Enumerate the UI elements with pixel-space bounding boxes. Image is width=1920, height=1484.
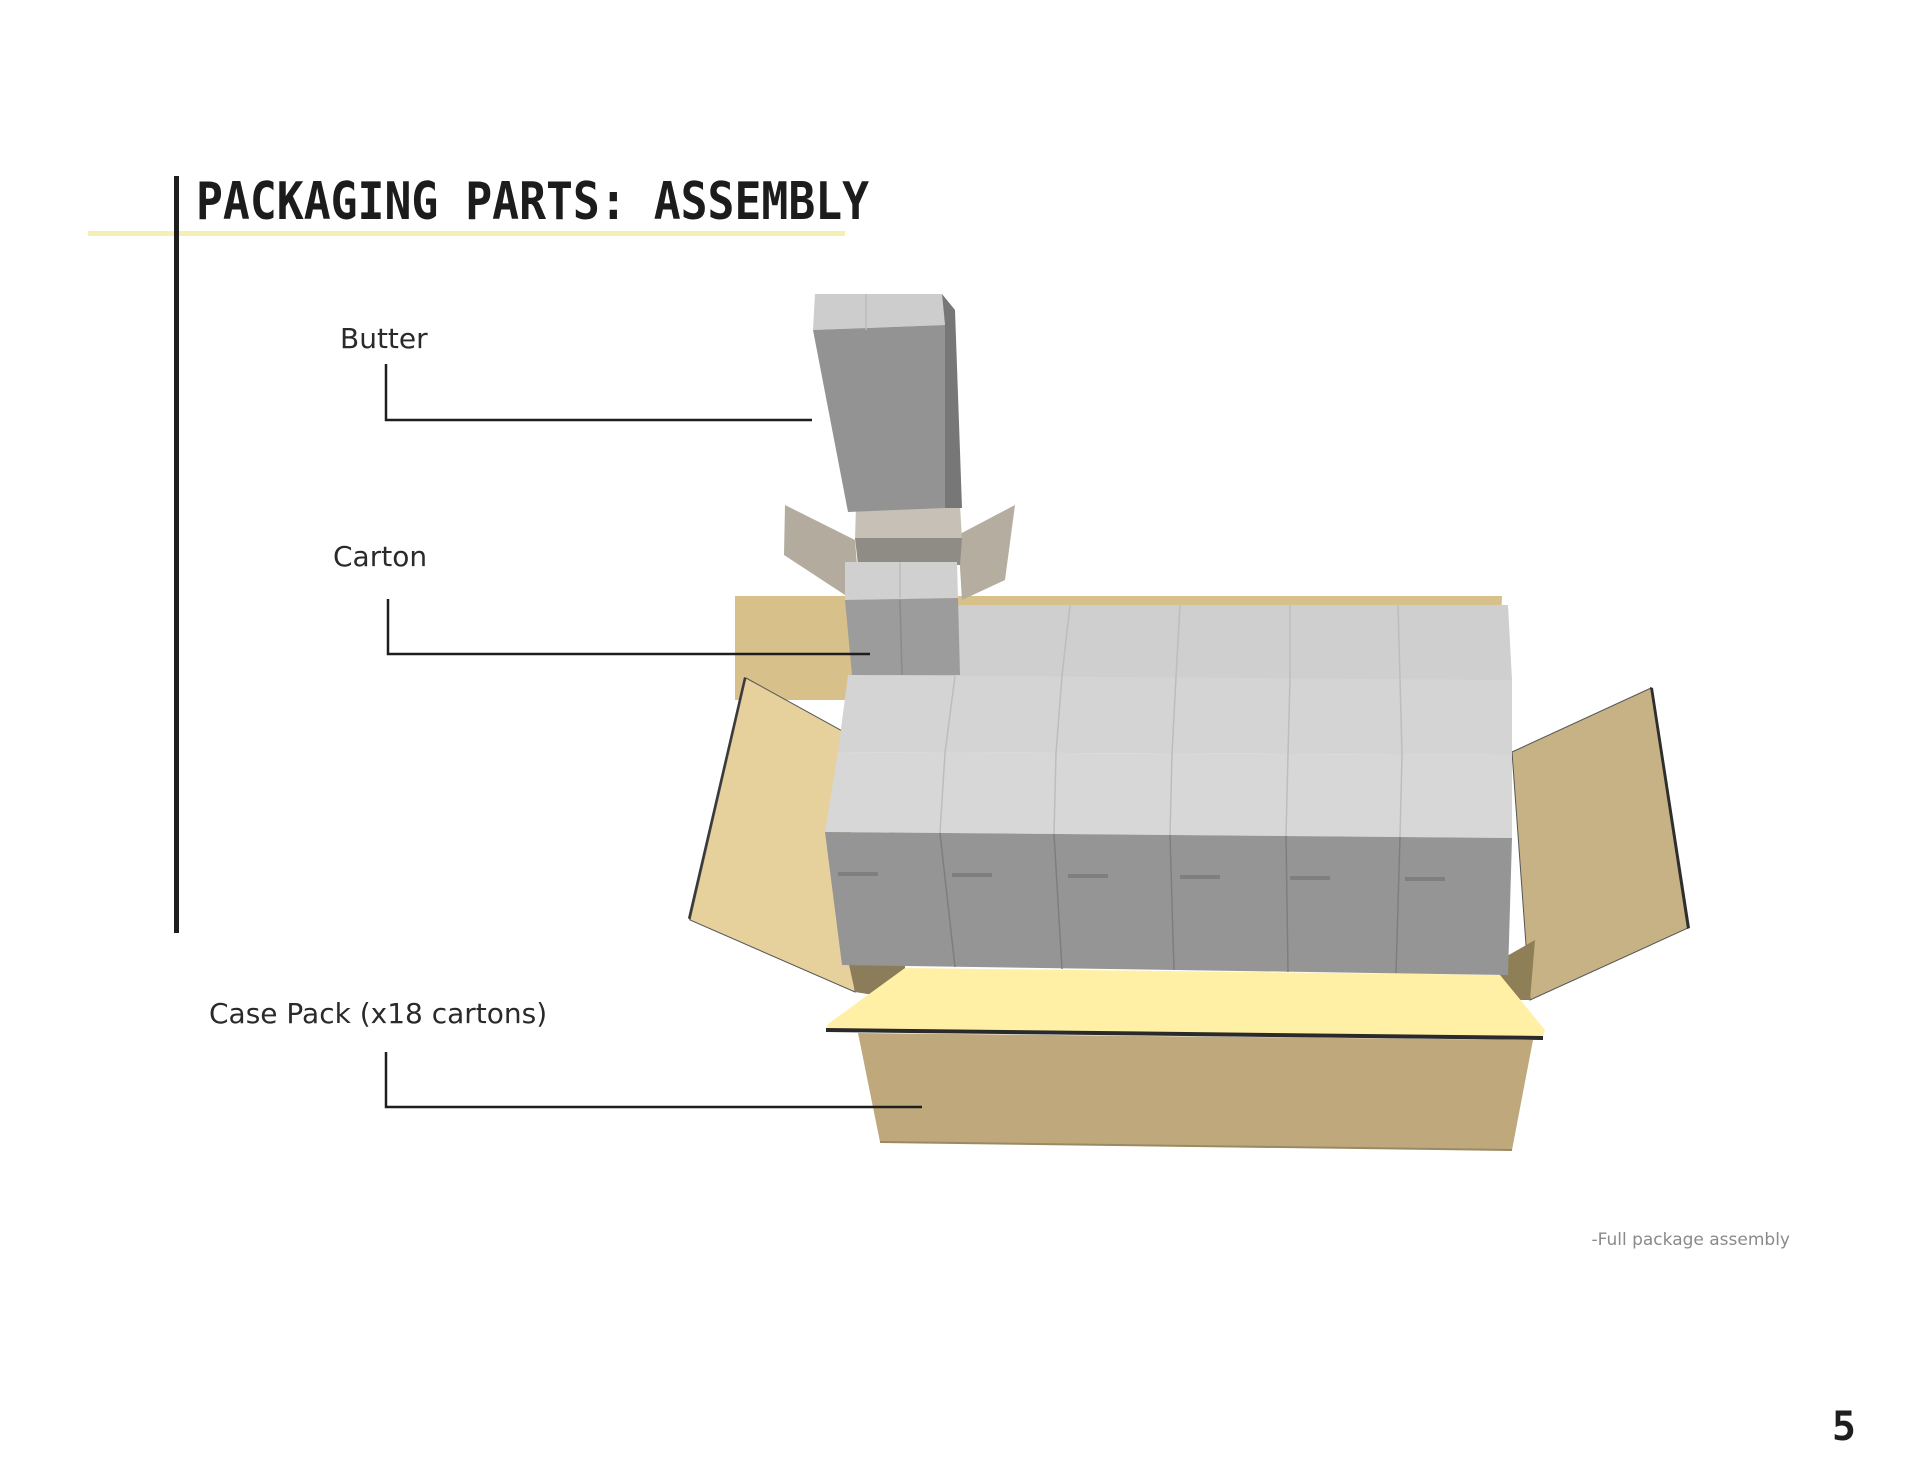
butter-front (813, 325, 945, 512)
box-front-face (858, 1033, 1533, 1150)
carton-back-flap (855, 505, 962, 540)
stack-top-front (825, 752, 1512, 838)
case-pack-label: Case Pack (x18 cartons) (209, 997, 548, 1030)
page-number: 5 (1831, 1404, 1856, 1450)
butter-side (942, 294, 962, 508)
butter-top (813, 294, 945, 330)
stack-top-middle (838, 675, 1512, 755)
carton-right-flap (958, 505, 1015, 600)
stack-top-back (955, 605, 1512, 680)
box-rim (826, 968, 1545, 1040)
carton-left-flap (784, 505, 857, 595)
box-right-flap (1511, 687, 1689, 1001)
carton-front-face (845, 598, 960, 675)
box-right-flap-edge (1650, 687, 1690, 929)
stack-front-face (825, 832, 1512, 975)
leader-line-butter (384, 364, 812, 422)
figure-caption: -Full package assembly (1591, 1230, 1790, 1250)
box-inner-right (1500, 940, 1535, 1000)
open-carton (784, 505, 1015, 676)
carton-top-face (845, 562, 958, 600)
butter-stick (813, 294, 962, 512)
leader-line-carton (386, 599, 870, 656)
title-underline (88, 231, 845, 236)
carton-inside (855, 538, 962, 565)
carton-stack (825, 604, 1512, 975)
leader-line-case-pack (384, 1052, 922, 1109)
box-left-flap-edge (688, 677, 746, 920)
vertical-rule (174, 176, 179, 933)
butter-label: Butter (340, 322, 428, 355)
carton-label: Carton (333, 540, 428, 573)
box-rim-edge (825, 1028, 1544, 1040)
page-title: PACKAGING PARTS: ASSEMBLY (196, 172, 870, 232)
